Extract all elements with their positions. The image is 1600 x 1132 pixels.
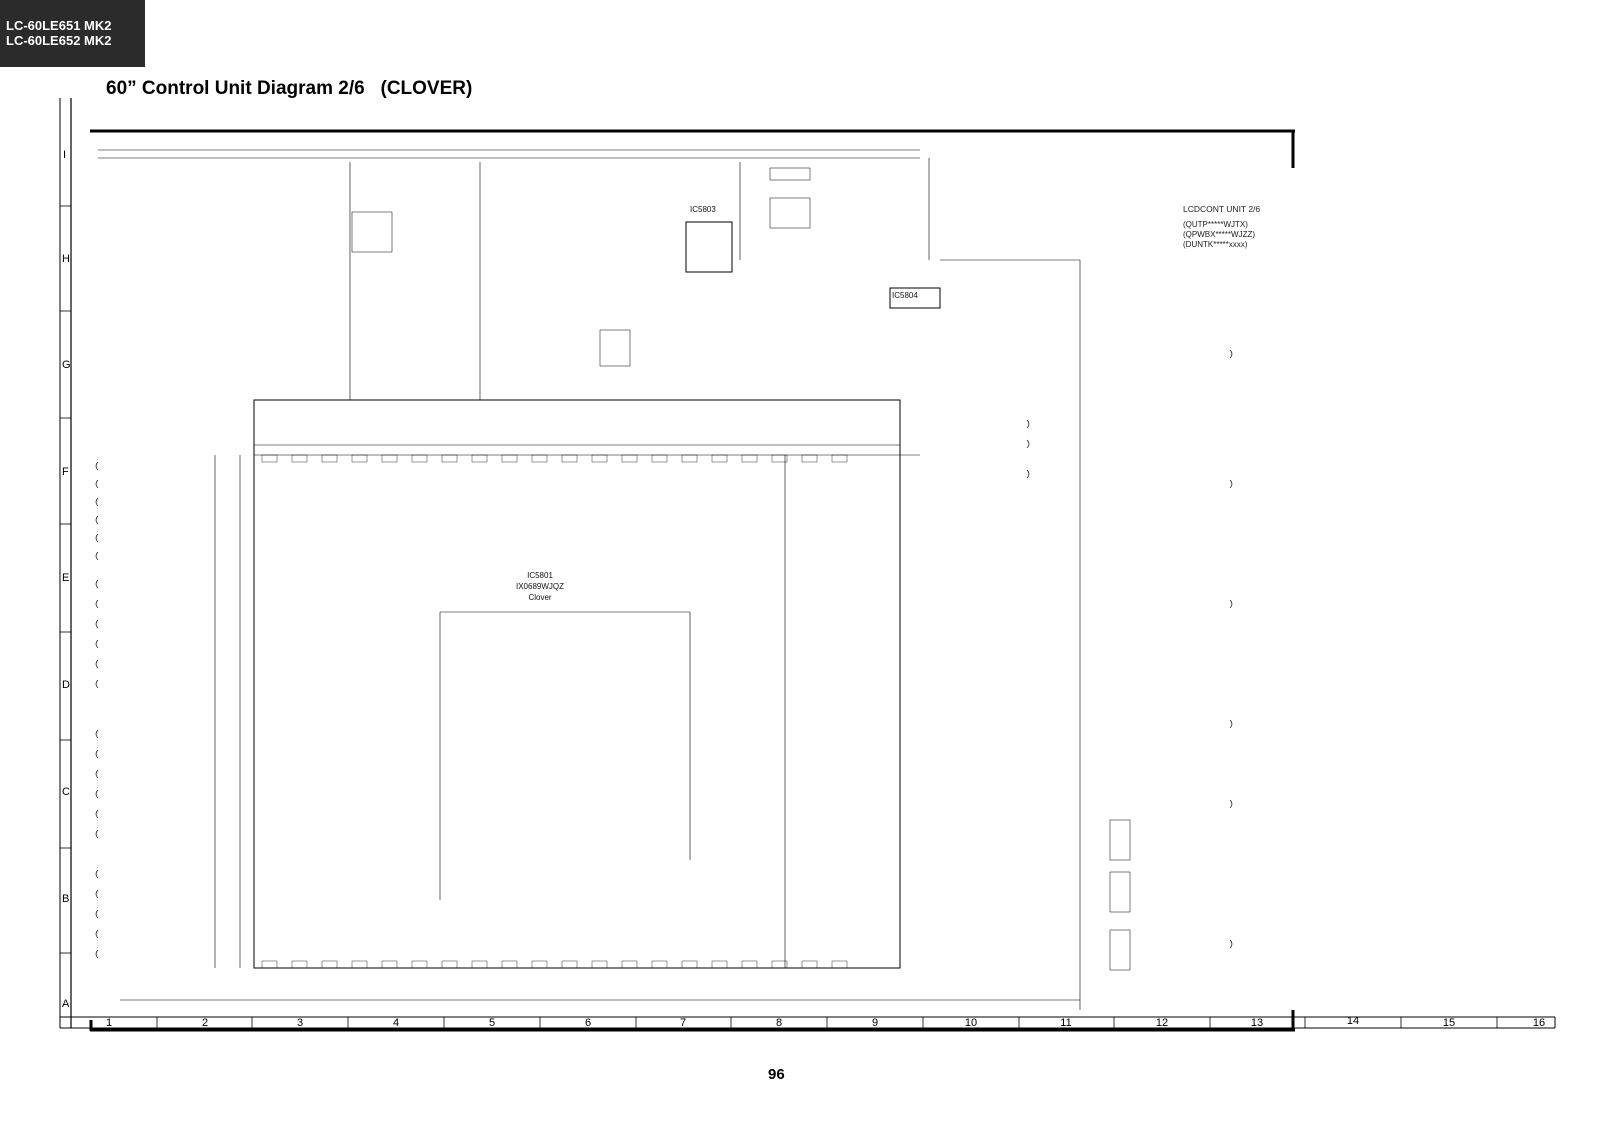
zone-row-B: B <box>62 893 69 905</box>
main-ic-ref: IC5801 <box>527 571 553 580</box>
resistor-networks <box>351 167 1131 971</box>
pin-pads <box>261 454 848 969</box>
zone-row-D: D <box>62 679 70 691</box>
lcd-unit-block: LCDCONT UNIT 2/6 (QUTP*****WJTX) (QPWBX*… <box>1183 204 1260 250</box>
zone-col-10: 10 <box>965 1017 977 1029</box>
model-name-2: LC-60LE652 MK2 <box>6 33 112 48</box>
zone-col-3: 3 <box>297 1017 303 1029</box>
column-separators <box>156 1017 1498 1028</box>
main-ic-part: IX0689WJQZ <box>515 582 564 591</box>
left-connector-brackets <box>95 461 99 959</box>
zone-row-G: G <box>62 359 71 371</box>
ic-5803-label: IC5803 <box>690 204 716 215</box>
zone-col-5: 5 <box>489 1017 495 1029</box>
zone-col-15: 15 <box>1443 1017 1455 1029</box>
row-separators <box>60 205 71 954</box>
zone-col-14: 14 <box>1347 1015 1359 1027</box>
zone-row-C: C <box>62 786 70 798</box>
main-ic-name: Clover <box>528 593 552 602</box>
zone-row-A: A <box>62 998 70 1010</box>
zone-col-7: 7 <box>680 1017 686 1029</box>
lcd-unit-line-3: (DUNTK*****xxxx) <box>1183 240 1248 249</box>
page-title: 60” Control Unit Diagram 2/6 (CLOVER) <box>106 78 473 99</box>
zone-col-13: 13 <box>1251 1017 1263 1029</box>
lcd-unit-line-1: (QUTP*****WJTX) <box>1183 220 1248 229</box>
main-ic-outline <box>253 399 901 969</box>
main-ic-label: IC5801 IX0689WJQZ Clover <box>500 570 580 603</box>
ic-5804-label: IC5804 <box>892 290 918 301</box>
model-header-tab: LC-60LE651 MK2 LC-60LE652 MK2 <box>0 0 145 67</box>
zone-col-12: 12 <box>1156 1017 1168 1029</box>
diagram-frame <box>59 98 1556 1032</box>
zone-col-8: 8 <box>776 1017 782 1029</box>
page-number: 96 <box>768 1066 785 1083</box>
lcd-unit-line-2: (QPWBX*****WJZZ) <box>1183 230 1255 239</box>
model-name-1: LC-60LE651 MK2 <box>6 18 112 33</box>
small-ic-outlines <box>685 221 941 309</box>
zone-row-F: F <box>62 466 69 478</box>
ic-5803-ref: IC5803 <box>690 205 716 214</box>
zone-col-11: 11 <box>1060 1017 1071 1029</box>
zone-row-E: E <box>62 572 69 584</box>
zone-col-2: 2 <box>202 1017 208 1029</box>
zone-row-I: I <box>63 149 66 161</box>
zone-row-H: H <box>62 253 70 265</box>
zone-col-6: 6 <box>585 1017 591 1029</box>
connector-brackets <box>1026 349 1233 949</box>
lcd-unit-heading: LCDCONT UNIT 2/6 <box>1183 204 1261 214</box>
wiring <box>98 149 1081 1010</box>
zone-col-4: 4 <box>393 1017 399 1029</box>
zone-col-9: 9 <box>872 1017 878 1029</box>
ic-5804-ref: IC5804 <box>892 291 918 300</box>
zone-col-1: 1 <box>106 1017 112 1029</box>
zone-col-16: 16 <box>1533 1017 1545 1029</box>
